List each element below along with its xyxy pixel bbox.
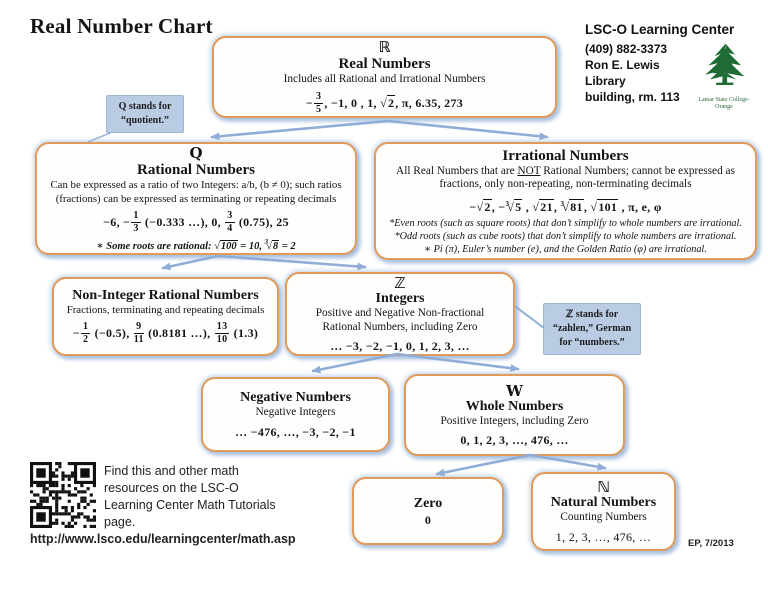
z-callout-line3: for “numbers.”: [559, 337, 625, 348]
pine-tree-icon: [705, 43, 745, 85]
z-callout-connector: [515, 306, 545, 329]
org-phone: (409) 882-3373: [585, 42, 668, 56]
arrow-whole-to-natural: [528, 453, 607, 471]
arrow-rational-to-integers: [216, 254, 367, 271]
zero-title: Zero: [413, 495, 443, 511]
zero-box: Zero 0: [352, 477, 504, 545]
irrational-examples: −√2, −3√5 , √21, 3√81, √101 , π, e, φ: [469, 198, 662, 214]
non-integer-title: Non-Integer Rational Numbers: [72, 287, 259, 303]
negative-title: Negative Numbers: [240, 390, 351, 406]
integers-description: Positive and Negative Non-fractional Rat…: [315, 307, 485, 333]
non-integer-rational-box: Non-Integer Rational Numbers Fractions, …: [52, 277, 279, 356]
version-stamp: EP, 7/2013: [688, 538, 734, 549]
rational-description: Can be expressed as a ratio of two Integ…: [50, 179, 342, 205]
rational-symbol: Q: [189, 144, 203, 162]
real-title: Real Numbers: [338, 56, 431, 73]
real-symbol: ℝ: [378, 38, 391, 57]
arrow-whole-to-zero: [435, 453, 532, 477]
q-callout: Q stands for “quotient.”: [106, 95, 184, 133]
natural-symbol: ℕ: [597, 478, 610, 497]
whole-symbol: W: [506, 381, 523, 400]
non-integer-description: Fractions, terminating and repeating dec…: [66, 303, 265, 316]
zero-examples: 0: [424, 512, 432, 527]
z-callout-line2: “zahlen,” German: [552, 323, 632, 334]
tutorials-url: http://www.lsco.edu/learningcenter/math.…: [30, 532, 296, 546]
natural-numbers-box: ℕ Natural Numbers Counting Numbers 1, 2,…: [531, 472, 676, 551]
natural-title: Natural Numbers: [550, 495, 657, 511]
arrow-integers-to-negative: [311, 352, 399, 374]
qr-caption: Find this and other math resources on th…: [104, 464, 276, 529]
irrational-note-even: *Even roots (such as square roots) that …: [389, 217, 742, 229]
page-title: Real Number Chart: [30, 14, 213, 38]
irrational-title: Irrational Numbers: [502, 147, 629, 164]
not-emphasis: NOT: [517, 164, 541, 177]
arrow-integers-to-whole: [395, 352, 520, 373]
college-logo: Lamar State College- Orange: [693, 42, 755, 111]
rational-title: Rational Numbers: [137, 162, 255, 178]
q-callout-line2: “quotient.”: [120, 115, 170, 126]
natural-examples: 1, 2, 3, …, 476, …: [555, 529, 652, 544]
integers-examples: … −3, −2, −1, 0, 1, 2, 3, …: [330, 339, 470, 353]
natural-description: Counting Numbers: [560, 511, 647, 524]
whole-title: Whole Numbers: [465, 398, 564, 414]
rational-roots-note: ∗ Some roots are rational: √100 = 10, 3√…: [96, 238, 296, 252]
arrow-real-to-rational: [210, 119, 390, 141]
q-callout-connector: [87, 132, 111, 143]
qr-code: [30, 462, 96, 528]
real-numbers-box: ℝ Real Numbers Includes all Rational and…: [212, 36, 557, 118]
integers-title: Integers: [375, 291, 425, 306]
irrational-description: All Real Numbers that are NOT Rational N…: [396, 164, 735, 191]
z-callout-line1: ℤ stands for: [565, 309, 619, 320]
header-contact-block: LSC-O Learning Center (409) 882-3373 Ron…: [585, 22, 765, 110]
irrational-notes: *Even roots (such as square roots) that …: [389, 217, 742, 256]
real-description: Includes all Rational and Irrational Num…: [283, 73, 486, 86]
rational-numbers-box: Q Rational Numbers Can be expressed as a…: [35, 142, 357, 255]
integers-box: ℤ Integers Positive and Negative Non-fra…: [285, 272, 515, 356]
q-callout-line1: Q stands for: [118, 101, 172, 112]
integers-symbol: ℤ: [394, 274, 406, 292]
arrow-real-to-irrational: [386, 119, 549, 141]
irrational-note-constants: ∗ Pi (π), Euler’s number (e), and the Go…: [424, 243, 707, 255]
logo-caption-line2: Orange: [715, 104, 733, 110]
irrational-numbers-box: Irrational Numbers All Real Numbers that…: [374, 142, 757, 260]
org-address-line2: building, rm. 113: [585, 90, 680, 104]
logo-caption-line1: Lamar State College-: [698, 97, 750, 103]
negative-examples: … −476, …, −3, −2, −1: [235, 424, 356, 439]
negative-numbers-box: Negative Numbers Negative Integers … −47…: [201, 377, 390, 452]
negative-description: Negative Integers: [255, 406, 336, 419]
whole-examples: 0, 1, 2, 3, …, 476, …: [460, 433, 569, 448]
org-address-line1: Ron E. Lewis Library: [585, 58, 660, 88]
z-callout: ℤ stands for “zahlen,” German for “numbe…: [543, 303, 641, 355]
whole-description: Positive Integers, including Zero: [440, 414, 589, 427]
org-name: LSC-O Learning Center: [585, 22, 735, 37]
arrow-rational-to-non-integer: [161, 254, 220, 271]
irrational-note-odd: *Odd roots (such as cube roots) that don…: [394, 230, 737, 242]
whole-numbers-box: W Whole Numbers Positive Integers, inclu…: [404, 374, 625, 456]
